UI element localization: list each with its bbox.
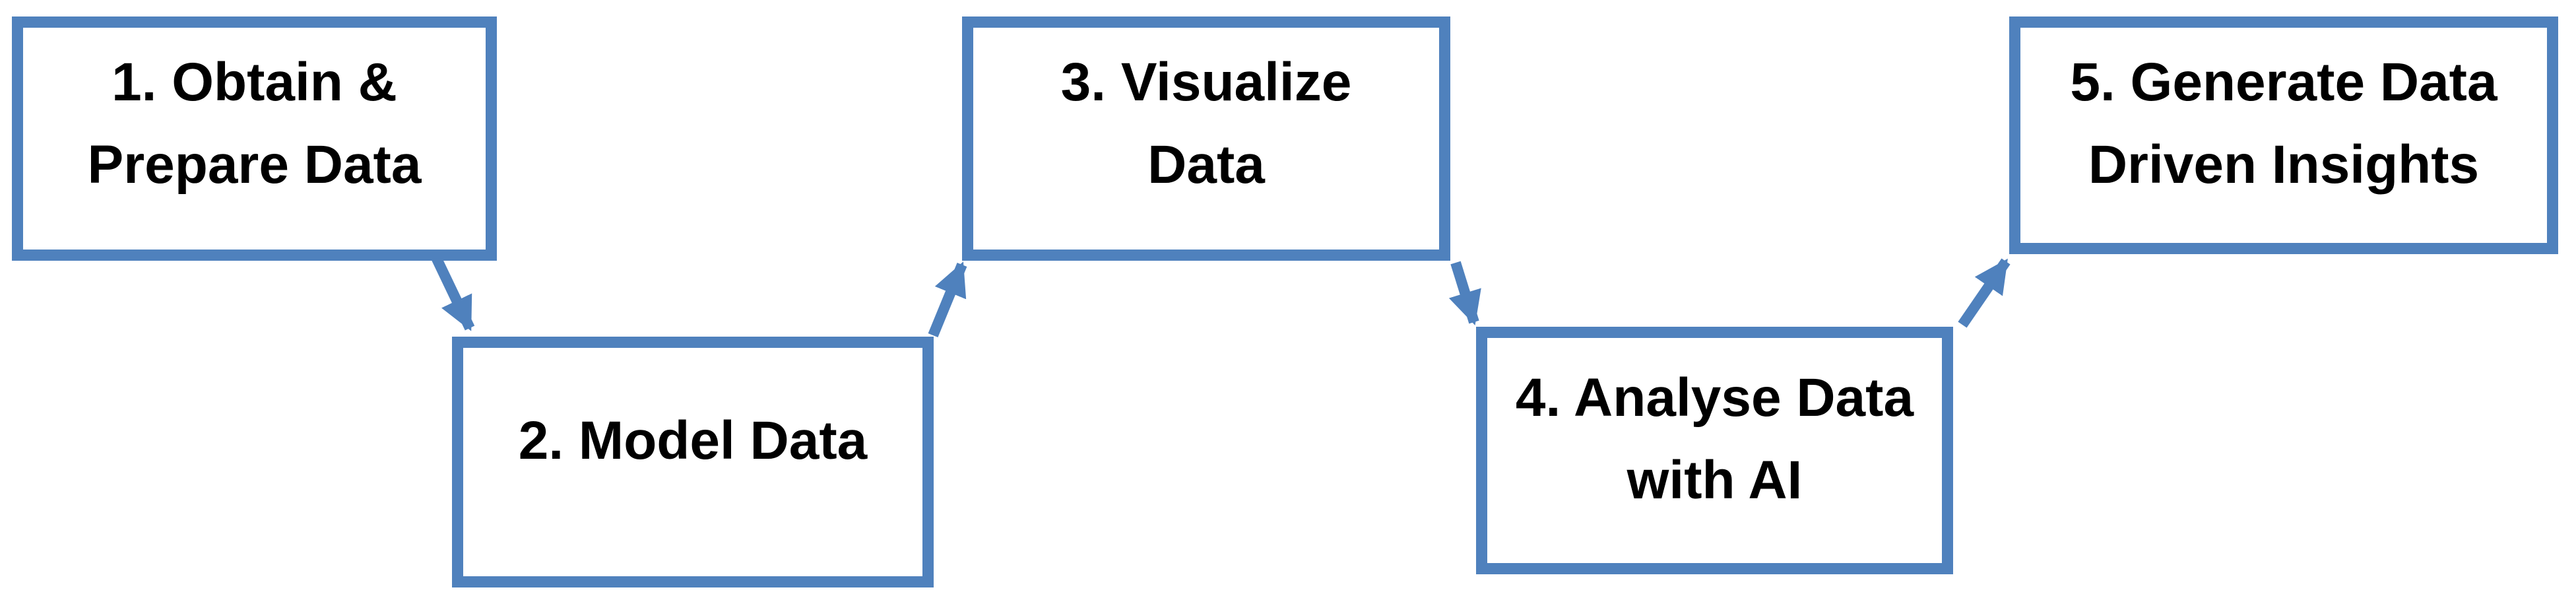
step-label-line: 2. Model Data xyxy=(518,411,868,471)
step-box-model-data: 2. Model Data xyxy=(452,337,934,587)
step-label-line: 1. Obtain & xyxy=(112,52,397,112)
connector-step2-to-step3 xyxy=(928,261,967,338)
step-label-line: Data xyxy=(1147,135,1265,195)
connector-step4-to-step5 xyxy=(1958,258,2011,328)
step-box-obtain-prepare-data: 1. Obtain & Prepare Data xyxy=(12,17,497,261)
step-label-line: Prepare Data xyxy=(87,135,422,195)
step-box-visualize-data: 3. Visualize Data xyxy=(962,17,1450,261)
connector-step3-to-step4 xyxy=(1448,261,1481,325)
step-box-generate-data-driven-insights: 5. Generate Data Driven Insights xyxy=(2009,17,2558,254)
step-label-line: 3. Visualize xyxy=(1060,52,1352,112)
connector-step1-to-step2 xyxy=(429,251,475,331)
step-label-line: Driven Insights xyxy=(2088,135,2480,195)
step-label-line: 5. Generate Data xyxy=(2070,52,2497,112)
step-box-analyse-data-with-ai: 4. Analyse Data with AI xyxy=(1476,327,1953,574)
step-label-line: 4. Analyse Data xyxy=(1515,368,1914,428)
step-label-line: with AI xyxy=(1626,450,1803,510)
